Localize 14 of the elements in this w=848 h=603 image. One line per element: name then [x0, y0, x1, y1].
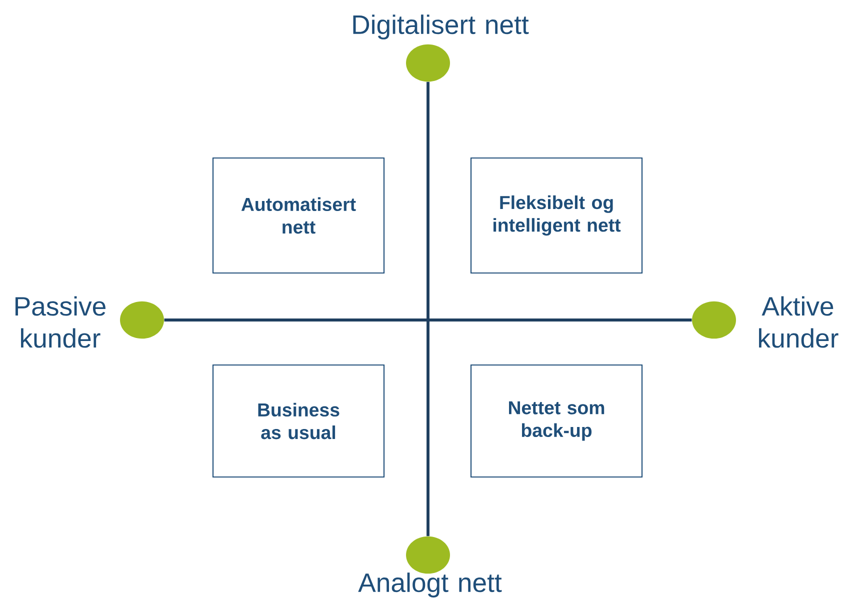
circle-marker	[692, 301, 736, 339]
axis-line	[426, 82, 430, 536]
circle-marker	[406, 44, 450, 82]
text-box: Automatisert nett	[212, 157, 385, 274]
axis-label: Analogt nett	[358, 572, 502, 598]
axis-line	[164, 318, 692, 322]
axis-label: Passive kunder	[16, 296, 106, 348]
text-box: Nettet som back-up	[470, 364, 643, 478]
axis-label: Aktive kunder	[759, 296, 838, 348]
text-box: Business as usual	[212, 364, 385, 478]
circle-marker	[120, 301, 164, 339]
axis-label: Digitalisert nett	[353, 14, 529, 40]
text-box: Fleksibelt og intelligent nett	[470, 157, 643, 274]
circle-marker	[406, 536, 450, 574]
